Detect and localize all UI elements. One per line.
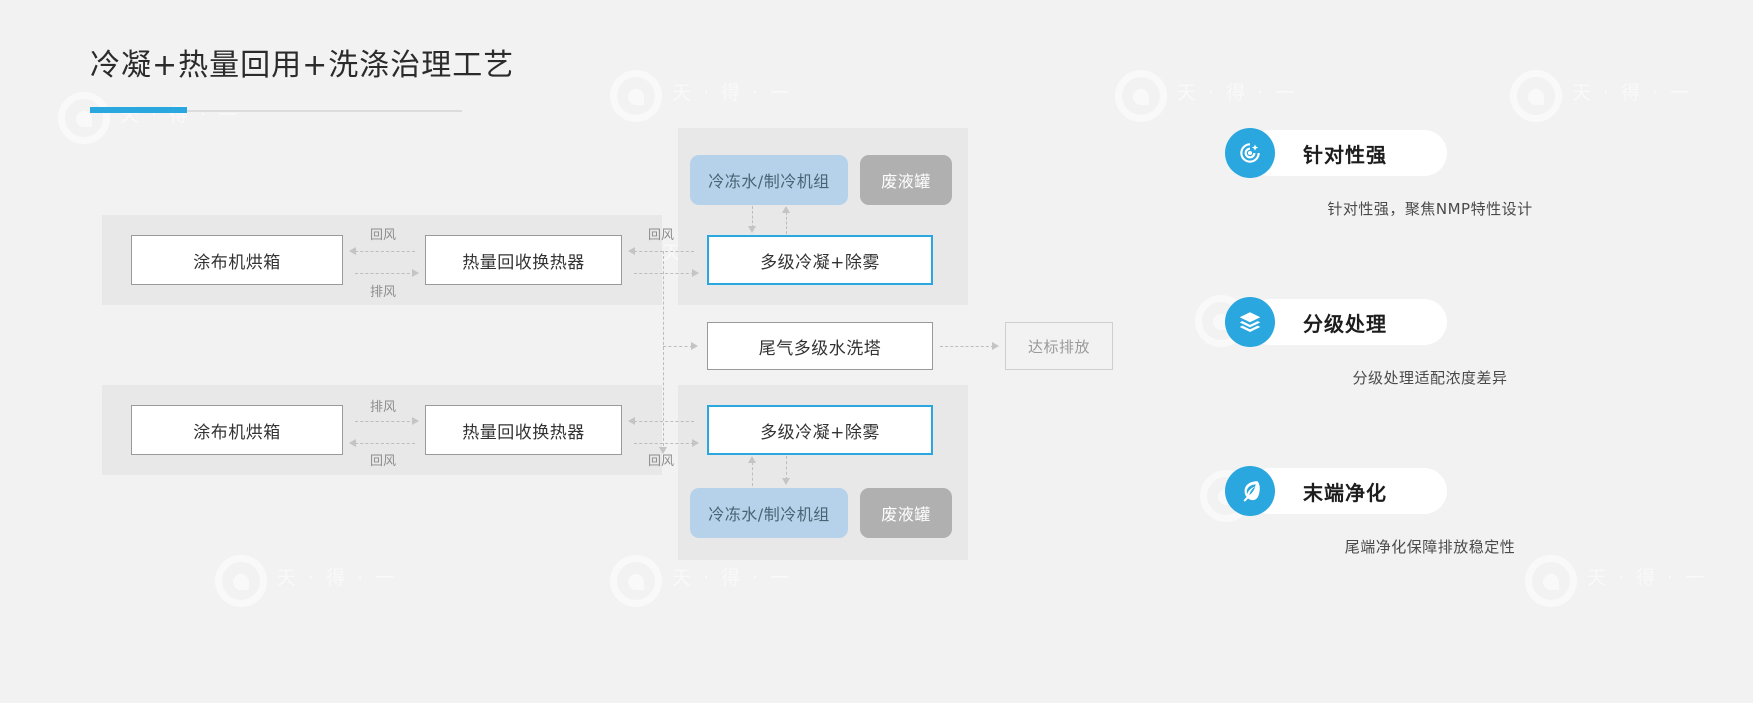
node-bottom-chiller[interactable]: 冷冻水/制冷机组 [690,488,848,538]
node-top-chiller[interactable]: 冷冻水/制冷机组 [690,155,848,205]
node-label: 涂布机烘箱 [193,422,281,443]
label-bottom-return-air-a: 回风 [370,454,397,469]
header: 冷凝+热量回用+洗涤治理工艺 [90,40,514,84]
connector-top-a-return [355,251,415,252]
title-accent-bar [90,107,187,113]
node-bottom-oven[interactable]: 涂布机烘箱 [131,405,343,455]
connector-top-a-exhaust [355,273,415,274]
connector-bottom-b-exhaust [634,421,694,422]
arrow-up-icon [748,456,756,463]
connector-top-chiller-up [786,212,787,234]
arrow-down-icon [748,226,756,233]
arrow-left-icon [349,247,356,255]
node-top-oven[interactable]: 涂布机烘箱 [131,235,343,285]
arrow-left-icon [628,247,635,255]
node-bottom-condenser[interactable]: 多级冷凝+除雾 [707,405,933,455]
connector-top-b-exhaust [634,273,694,274]
feature-desc: 针对性强，聚焦NMP特性设计 [1327,200,1533,218]
page-title: 冷凝+热量回用+洗涤治理工艺 [90,48,515,83]
arrow-left-icon [628,417,635,425]
arrow-up-icon [782,206,790,213]
arrow-right-icon [692,439,699,447]
node-label: 达标排放 [1027,337,1090,356]
connector-top-chiller-down [752,206,753,228]
arrow-right-icon [691,342,698,350]
arrow-right-icon [412,269,419,277]
leaf-icon [1225,466,1275,516]
arrow-right-icon [992,342,999,350]
arrow-down-icon [782,478,790,485]
feature-card-1[interactable]: 分级处理 分级处理适配浓度差异 [1190,297,1670,388]
node-label: 涂布机烘箱 [193,252,281,273]
feature-desc: 尾端净化保障排放稳定性 [1344,538,1516,556]
connector-trunk-to-scrubber [663,346,693,347]
process-flow-diagram: 涂布机烘箱 热量回收换热器 多级冷凝+除雾 冷冻水/制冷机组 废液罐 回风 排风… [131,155,1113,538]
connector-top-b-return [634,251,694,252]
node-label: 热量回收换热器 [462,252,585,273]
node-label: 废液罐 [881,505,931,524]
arrow-left-icon [349,439,356,447]
connector-bottom-a-return [355,443,415,444]
arrow-right-icon [412,417,419,425]
node-discharge[interactable]: 达标排放 [1005,322,1113,370]
target-icon [1225,128,1275,178]
feature-title: 针对性强 [1303,142,1387,167]
connector-trunk-vertical [663,251,664,451]
node-label: 热量回收换热器 [462,422,585,443]
connector-bottom-b-return [634,443,694,444]
feature-header: 针对性强 [1225,128,1447,178]
connector-bottom-chiller-up [752,462,753,486]
node-label: 冷冻水/制冷机组 [708,505,830,524]
node-top-exchanger[interactable]: 热量回收换热器 [425,235,622,285]
connector-bottom-chiller-down [786,456,787,480]
node-bottom-exchanger[interactable]: 热量回收换热器 [425,405,622,455]
connector-scrubber-to-discharge [940,346,994,347]
title-rule [90,110,462,112]
features-panel: 针对性强 针对性强，聚焦NMP特性设计 分级处理 分级处理适配浓度差异 末端 [1190,0,1753,703]
node-scrubber[interactable]: 尾气多级水洗塔 [707,322,933,370]
feature-header: 末端净化 [1225,466,1447,516]
feature-header: 分级处理 [1225,297,1447,347]
arrow-down-icon [659,447,667,454]
feature-title: 末端净化 [1303,480,1387,505]
label-top-exhaust-air-a: 排风 [370,285,397,300]
connector-bottom-a-exhaust [355,421,415,422]
label-bottom-exhaust-air-a: 排风 [370,400,397,415]
node-label: 尾气多级水洗塔 [758,338,882,359]
label-bottom-return-air-b: 回风 [648,454,675,469]
node-top-waste-tank[interactable]: 废液罐 [860,155,952,205]
layers-icon [1225,297,1275,347]
node-label: 多级冷凝+除雾 [760,252,880,273]
node-label: 废液罐 [881,172,931,191]
feature-card-2[interactable]: 末端净化 尾端净化保障排放稳定性 [1190,466,1670,557]
node-label: 多级冷凝+除雾 [760,422,880,443]
node-top-condenser[interactable]: 多级冷凝+除雾 [707,235,933,285]
feature-title: 分级处理 [1303,311,1387,336]
label-top-return-air-a: 回风 [370,228,397,243]
label-top-return-air-b: 回风 [648,228,675,243]
node-bottom-waste-tank[interactable]: 废液罐 [860,488,952,538]
arrow-right-icon [692,269,699,277]
node-label: 冷冻水/制冷机组 [708,172,830,191]
feature-card-0[interactable]: 针对性强 针对性强，聚焦NMP特性设计 [1190,128,1670,219]
feature-desc: 分级处理适配浓度差异 [1352,369,1508,387]
